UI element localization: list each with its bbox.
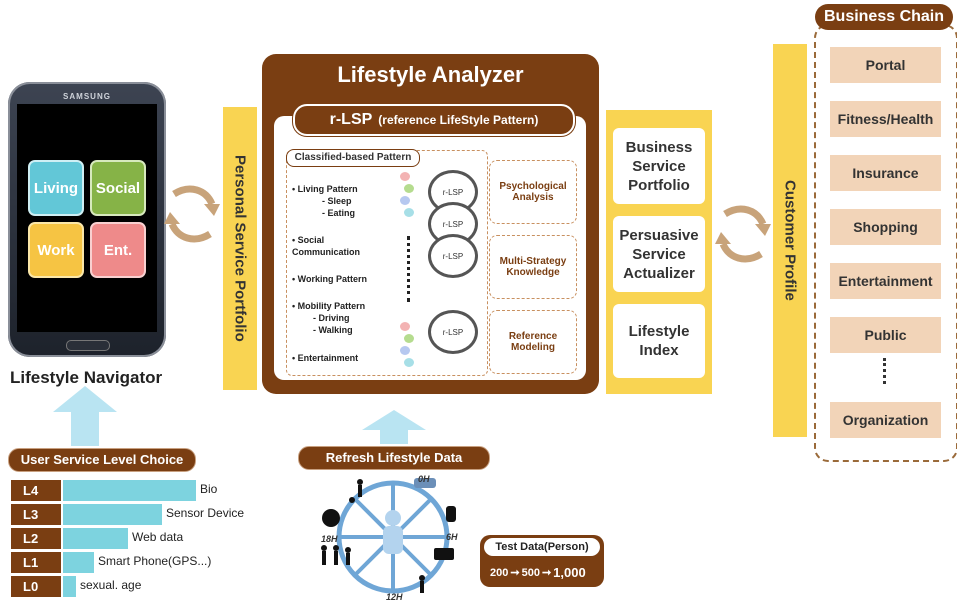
chain-item-insurance: Insurance	[830, 155, 941, 191]
level-l4: L4	[11, 480, 61, 501]
level-l1-label: Smart Phone(GPS...)	[98, 554, 212, 568]
phone-brand: SAMSUNG	[63, 92, 111, 101]
chain-item-entertainment: Entertainment	[830, 263, 941, 299]
pattern-dot	[404, 358, 414, 367]
level-l2-bar	[63, 528, 129, 549]
pattern-dot	[400, 172, 410, 181]
lifestyle-analyzer-title: Lifestyle Analyzer	[337, 62, 524, 87]
level-l2: L2	[11, 528, 61, 549]
chain-item-portal: Portal	[830, 47, 941, 83]
sync-arrows-icon	[164, 185, 220, 243]
chain-ellipsis	[883, 358, 889, 384]
level-l4-label: Bio	[200, 482, 218, 496]
pattern-item: • Working Pattern	[292, 274, 367, 284]
sync-arrows-icon	[715, 205, 771, 263]
level-l0: L0	[11, 576, 61, 597]
persuasive-service-actualizer-box: Persuasive Service Actualizer	[613, 216, 705, 292]
chain-item-organization: Organization	[830, 402, 941, 438]
hour-0: 0H	[418, 474, 430, 484]
up-arrow-icon	[362, 410, 426, 444]
pattern-item: - Sleep	[322, 196, 352, 206]
rlsp-sub: (reference LifeStyle Pattern)	[378, 113, 539, 127]
rlsp-main: r-LSP	[329, 111, 373, 128]
pattern-ellipsis	[407, 236, 413, 302]
customer-profile-label: Customer Profile	[781, 180, 799, 301]
tile-ent: Ent.	[90, 222, 146, 278]
tile-work: Work	[28, 222, 84, 278]
reference-modeling-box: Reference Modeling	[489, 310, 577, 374]
test-data-value-200: 200	[490, 566, 509, 579]
business-service-portfolio-box: Business Service Portfolio	[613, 128, 705, 204]
rlsp-banner: r-LSP (reference LifeStyle Pattern)	[293, 104, 575, 136]
classified-pattern-label: Classified-based Pattern	[286, 149, 420, 167]
chain-item-shopping: Shopping	[830, 209, 941, 245]
multi-strategy-knowledge-box: Multi-Strategy Knowledge	[489, 235, 577, 299]
business-chain-title: Business Chain	[815, 4, 953, 30]
rlsp-ring: r-LSP	[428, 234, 478, 278]
test-data-values: 200 ➞ 500 ➞ 1,000	[490, 565, 586, 580]
pattern-item: - Walking	[313, 325, 353, 335]
pattern-dot	[404, 208, 414, 217]
smartphone: SAMSUNG Living Social Work Ent.	[8, 82, 166, 357]
customer-profile-bar	[773, 44, 807, 437]
phone-home-button	[66, 340, 110, 351]
phone-screen: Living Social Work Ent.	[17, 104, 157, 332]
pattern-item: • Living Pattern	[292, 184, 358, 194]
level-l1: L1	[11, 552, 61, 573]
level-l3-bar	[63, 504, 163, 525]
level-l1-bar	[63, 552, 95, 573]
tile-living: Living	[28, 160, 84, 216]
refresh-lifestyle-title: Refresh Lifestyle Data	[298, 446, 490, 470]
level-l3: L3	[11, 504, 61, 525]
pattern-dot	[400, 322, 410, 331]
pattern-item: - Driving	[313, 313, 350, 323]
level-l3-label: Sensor Device	[166, 506, 245, 520]
pattern-dot	[404, 334, 414, 343]
personal-service-portfolio-bar	[223, 107, 257, 390]
level-l4-bar	[63, 480, 197, 501]
pattern-item: • Entertainment	[292, 353, 359, 363]
chain-item-public: Public	[830, 317, 941, 353]
personal-service-portfolio-label: Personal Service Portfolio	[231, 155, 249, 342]
level-l2-label: Web data	[132, 530, 184, 544]
lifestyle-navigator-caption: Lifestyle Navigator	[10, 368, 163, 387]
level-l0-bar	[63, 576, 77, 597]
hour-18: 18H	[321, 534, 338, 544]
up-arrow-icon	[53, 386, 117, 446]
test-data-value-500: 500	[521, 566, 540, 579]
rlsp-ring: r-LSP	[428, 310, 478, 354]
test-data-value-1000: 1,000	[553, 565, 586, 580]
user-service-level-title: User Service Level Choice	[8, 448, 196, 472]
right-arrow-icon: ➞	[541, 567, 552, 579]
pattern-dot	[400, 196, 410, 205]
pattern-item: - Eating	[322, 208, 355, 218]
pattern-item: • Mobility Pattern	[292, 301, 366, 311]
hour-6: 6H	[446, 532, 458, 542]
pattern-item: • Social Communication	[292, 235, 361, 257]
pattern-dot	[404, 184, 414, 193]
test-data-title: Test Data(Person)	[484, 538, 600, 556]
chain-item-fitness: Fitness/Health	[830, 101, 941, 137]
psychological-analysis-box: Psychological Analysis	[489, 160, 577, 224]
level-l0-label: sexual. age	[80, 578, 142, 592]
right-arrow-icon: ➞	[510, 567, 520, 579]
tile-social: Social	[90, 160, 146, 216]
pattern-dot	[400, 346, 410, 355]
lifestyle-index-box: Lifestyle Index	[613, 304, 705, 378]
hour-12: 12H	[386, 592, 403, 602]
daily-cycle-wheel	[321, 478, 456, 594]
